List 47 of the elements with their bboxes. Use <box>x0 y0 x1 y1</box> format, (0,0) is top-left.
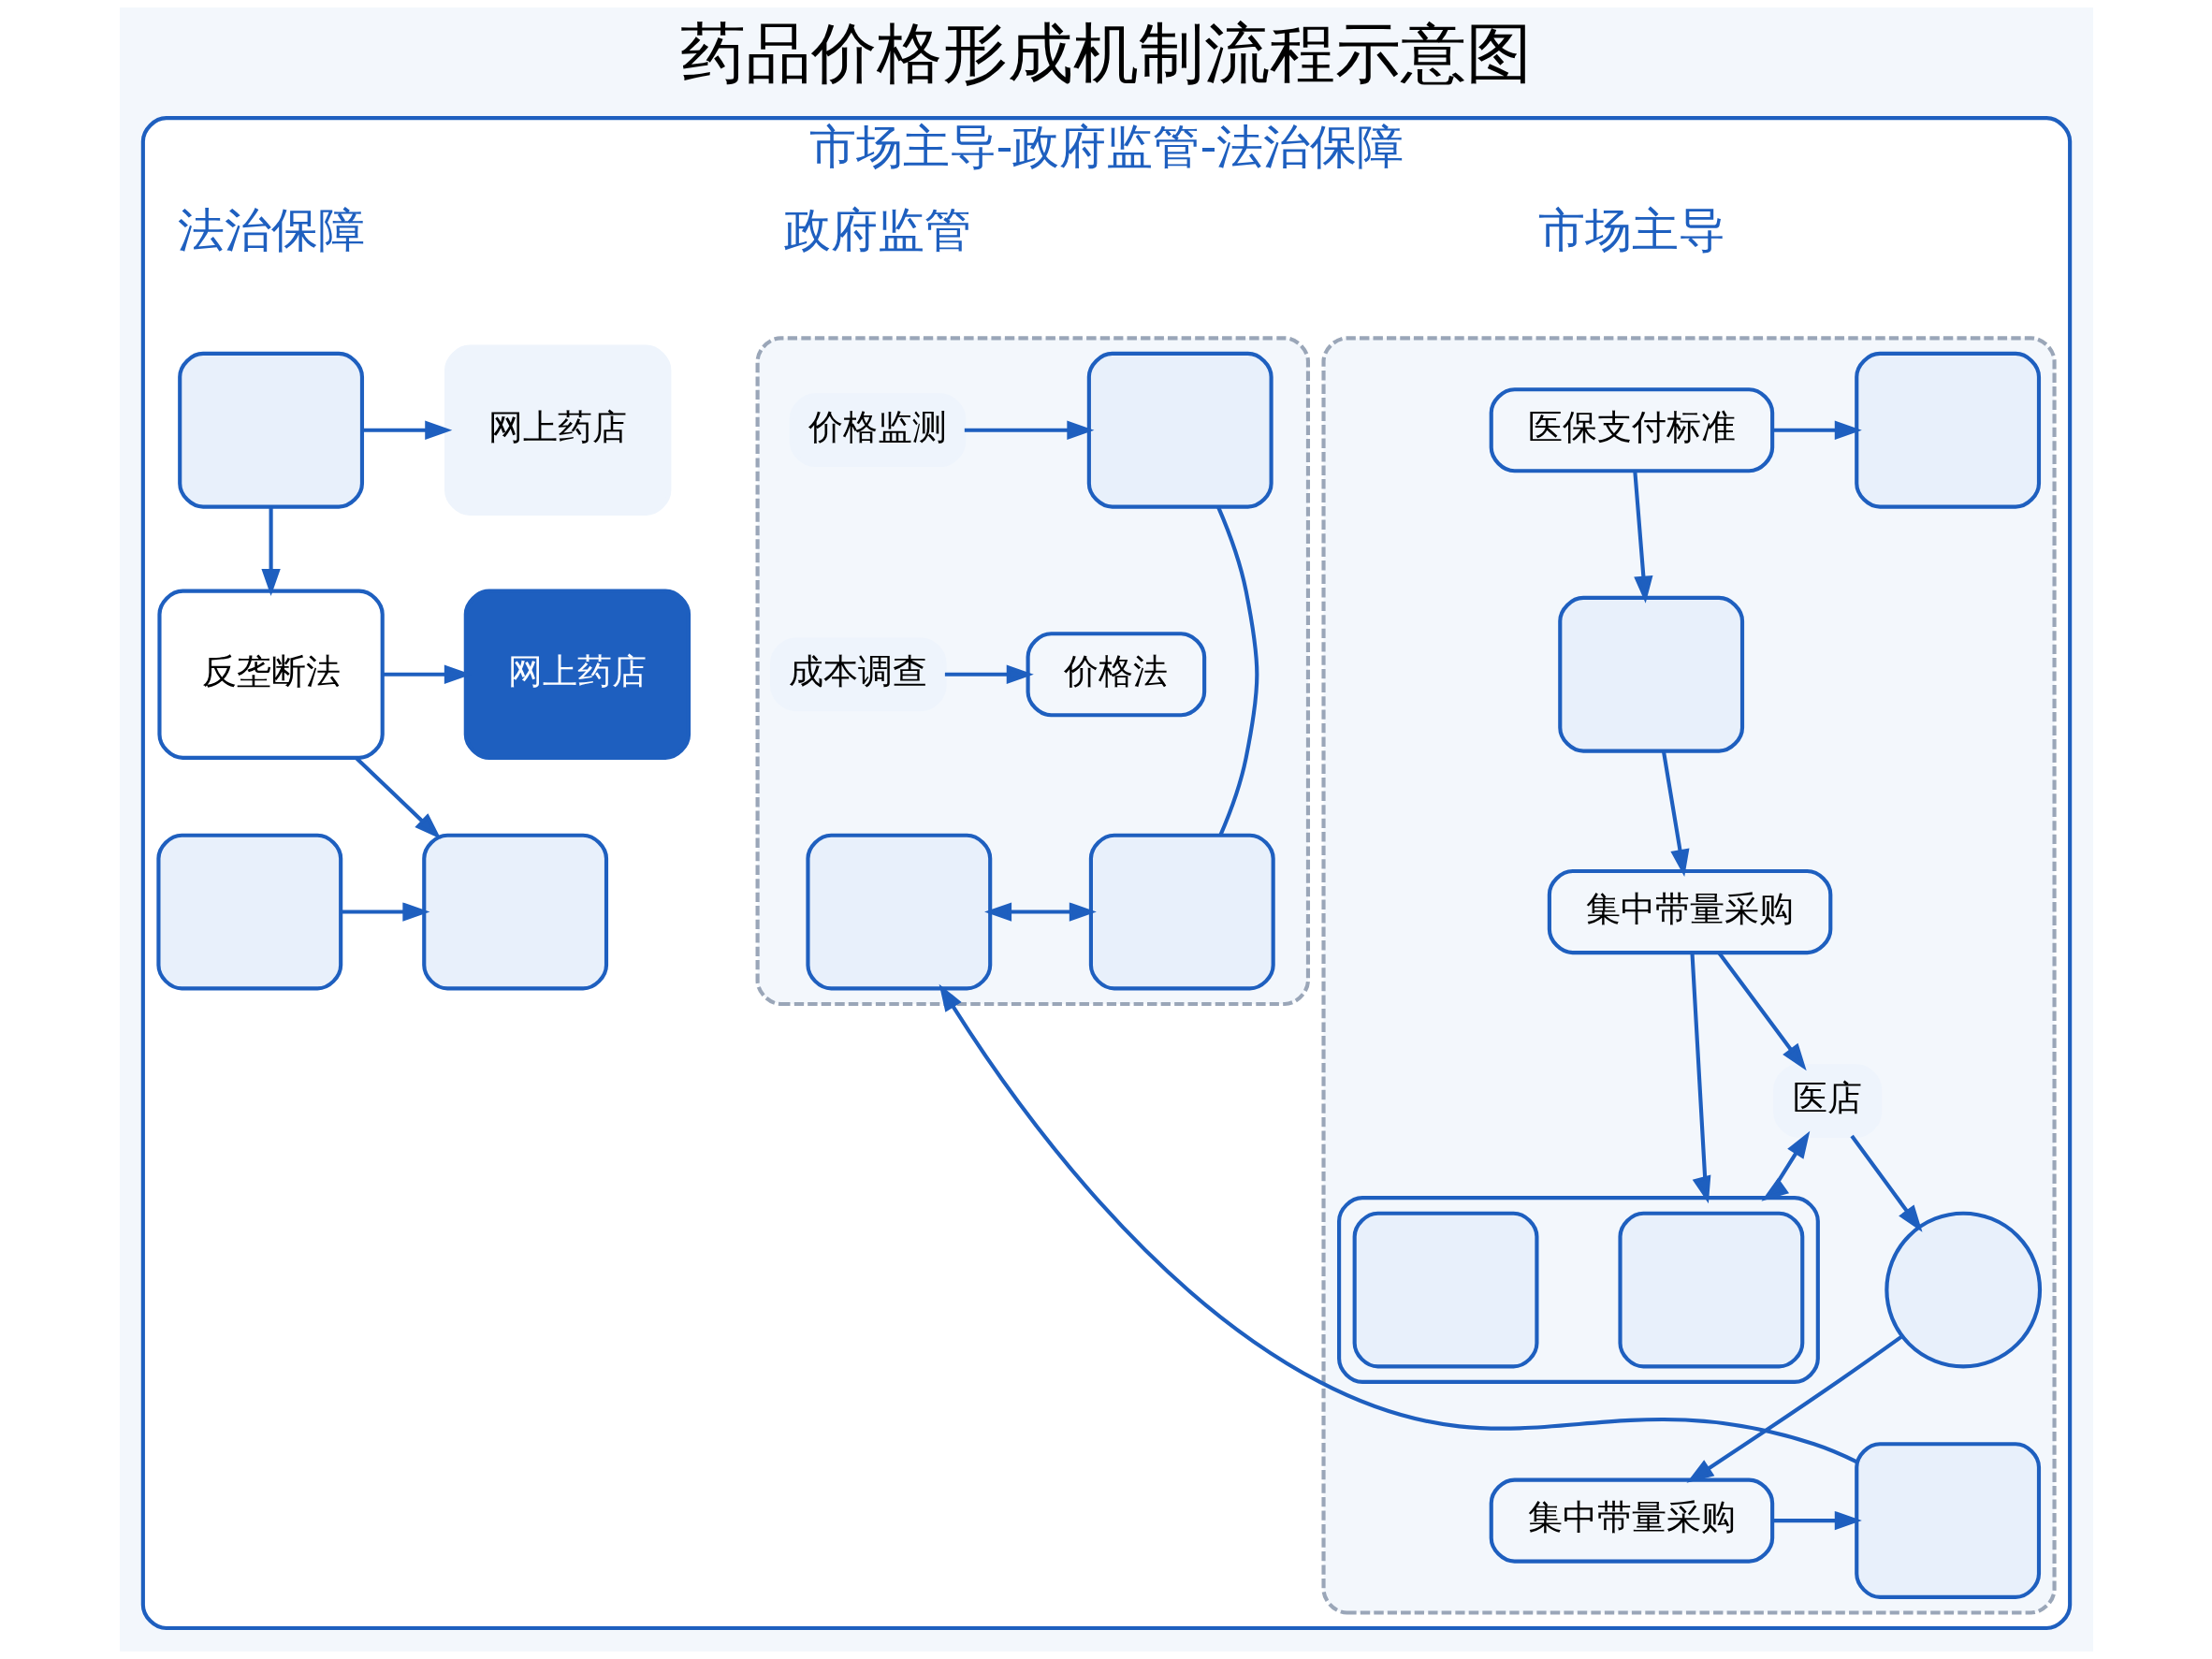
arrow <box>1849 1134 1922 1232</box>
arrow <box>944 664 1034 684</box>
node-box <box>155 833 342 991</box>
arrow <box>1689 953 1710 1204</box>
node-text: 成本调查 <box>788 649 927 691</box>
node-box <box>1352 1211 1538 1369</box>
arrow <box>983 902 1097 922</box>
node-box: 医保支付标准 <box>1489 387 1774 473</box>
connector <box>1215 506 1259 837</box>
label: 法治保障 <box>177 203 365 258</box>
node-box <box>1557 595 1744 753</box>
node-circle <box>1884 1211 2042 1369</box>
node-box <box>421 833 608 991</box>
node-box <box>177 351 364 509</box>
node-box <box>1088 833 1275 991</box>
arrow <box>964 420 1094 440</box>
node-box <box>1854 351 2041 509</box>
arrow <box>1717 952 1807 1071</box>
cluster <box>1336 1196 1820 1384</box>
node-box <box>1854 1442 2041 1599</box>
arrow <box>340 902 429 922</box>
node-text: 医店 <box>1792 1076 1862 1118</box>
arrow <box>1771 1510 1862 1531</box>
node-box: 价格法 <box>1026 632 1206 718</box>
node-box: 集中带量采购 <box>1489 1477 1774 1564</box>
arrow <box>1760 1130 1810 1201</box>
node-box: 网上药店 <box>463 589 691 760</box>
node-box: 集中带量采购 <box>1547 868 1832 955</box>
node-box <box>1086 351 1273 509</box>
arrow <box>361 420 452 440</box>
node-box <box>1617 1211 1804 1369</box>
diagram-title: 药品价格形成机制流程示意图 <box>680 15 1532 93</box>
arrow <box>1771 420 1862 440</box>
arrow <box>260 506 281 597</box>
arrow <box>1661 750 1689 877</box>
node-box: 网上药店 <box>444 344 671 516</box>
node-box <box>805 833 992 991</box>
label: 市场主导 <box>1537 203 1725 258</box>
node-box: 反垄断法 <box>156 589 385 760</box>
arrow <box>1686 1334 1903 1483</box>
node-text: 价格监测 <box>808 405 947 447</box>
label: 政府监管 <box>783 203 971 258</box>
arrow <box>939 983 1857 1463</box>
cluster <box>1320 336 2057 1615</box>
cluster <box>755 336 1310 1006</box>
arrow <box>1632 471 1652 604</box>
arrow <box>354 756 441 839</box>
